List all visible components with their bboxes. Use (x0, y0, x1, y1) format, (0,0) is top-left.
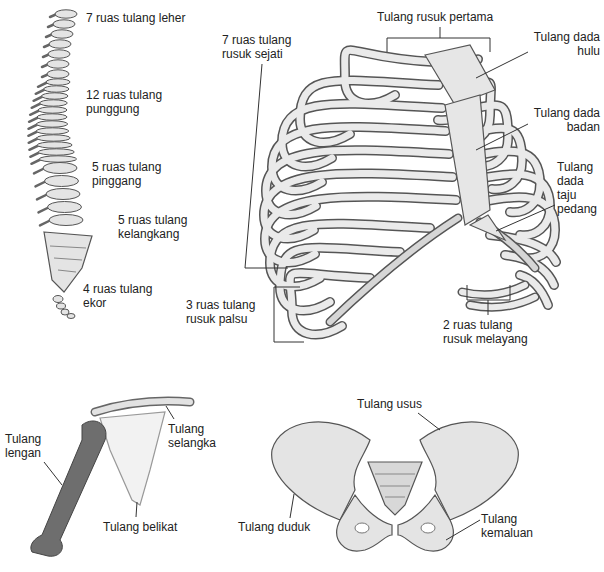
part-label: 5 ruas tulang pinggang (92, 160, 182, 188)
leader-line (290, 494, 294, 518)
bracket (467, 285, 510, 315)
sternum-body (445, 95, 490, 225)
vertebra (45, 176, 79, 187)
part-label: Tulang dada badan (530, 106, 600, 134)
bracket (387, 27, 490, 52)
vertebra (40, 100, 68, 106)
part-label: 7 ruas tulang leher (86, 11, 185, 25)
part-label: Tulang rusuk pertama (377, 10, 493, 24)
part-label: 2 ruas tulang rusuk melayang (443, 318, 538, 346)
leader-line (446, 520, 480, 540)
leader-line (496, 205, 555, 231)
part-label: Tulang dada taju pedang (557, 160, 601, 216)
part-label: 3 ruas tulang rusuk palsu (186, 298, 271, 326)
part-label: Tulang usus (357, 397, 422, 411)
coccyx-segment (67, 314, 75, 319)
pelvic-sacrum (368, 462, 422, 515)
part-label: 7 ruas tulang rusuk sejati (222, 33, 314, 61)
vertebra (53, 20, 75, 28)
rib (345, 50, 435, 103)
part-label: 12 ruas tulang punggung (86, 88, 176, 116)
rib-cage-drawing (264, 50, 556, 334)
sacrum-ridges (50, 246, 86, 272)
leader-line (166, 406, 174, 419)
bracket (274, 287, 304, 342)
vertebra (43, 163, 77, 174)
coccyx-segment (53, 296, 63, 303)
vertebra (44, 86, 69, 92)
part-label: 5 ruas tulang kelangkang (118, 213, 208, 241)
vertebra (38, 107, 67, 113)
vertebra (51, 30, 73, 38)
vertebra (37, 114, 67, 120)
obturator-hole (355, 523, 369, 533)
costal-cartilage (330, 218, 535, 322)
vertebra (37, 135, 71, 141)
vertebra (46, 79, 70, 85)
clavicle (95, 401, 190, 412)
humerus (31, 421, 106, 556)
leader-line (476, 124, 528, 150)
vertebra (48, 202, 82, 213)
vertebra (47, 60, 69, 68)
obturator-hole (421, 523, 435, 533)
vertebra (49, 215, 83, 226)
sacrum-ridges (375, 474, 415, 497)
vertebra (55, 10, 77, 18)
part-label: Tulang kemaluan (481, 512, 543, 540)
vertebra (48, 50, 70, 58)
leader-line (44, 462, 62, 485)
vertebra (39, 156, 76, 162)
part-label: Tulang selangka (168, 422, 224, 450)
vertebra (49, 40, 71, 48)
vertebra (47, 70, 69, 78)
vertebra (42, 93, 68, 99)
part-label: Tulang duduk (238, 520, 310, 534)
spine-drawing (28, 10, 83, 226)
xiphoid (470, 215, 505, 240)
manubrium (425, 45, 495, 105)
rib (300, 80, 439, 142)
vertebra (46, 189, 80, 200)
part-label: 4 ruas tulang ekor (83, 282, 173, 310)
shoulder-drawing (31, 401, 190, 556)
leader-line (418, 413, 440, 430)
leader-lines (44, 27, 555, 540)
coccyx-segment (57, 303, 66, 309)
leader-line (476, 52, 528, 78)
scapula (100, 412, 165, 505)
part-label: Tulang lengan (5, 432, 50, 460)
part-label: Tulang dada hulu (528, 30, 600, 58)
vertebra (36, 128, 68, 134)
vertebra (38, 149, 74, 155)
floating-ribs (462, 285, 535, 307)
part-label: Tulang belikat (103, 520, 177, 534)
sternum (425, 45, 505, 240)
bracket (245, 64, 288, 268)
vertebra (36, 121, 67, 127)
leader-line (136, 502, 137, 517)
vertebra (37, 142, 72, 148)
clavicle (95, 401, 190, 412)
